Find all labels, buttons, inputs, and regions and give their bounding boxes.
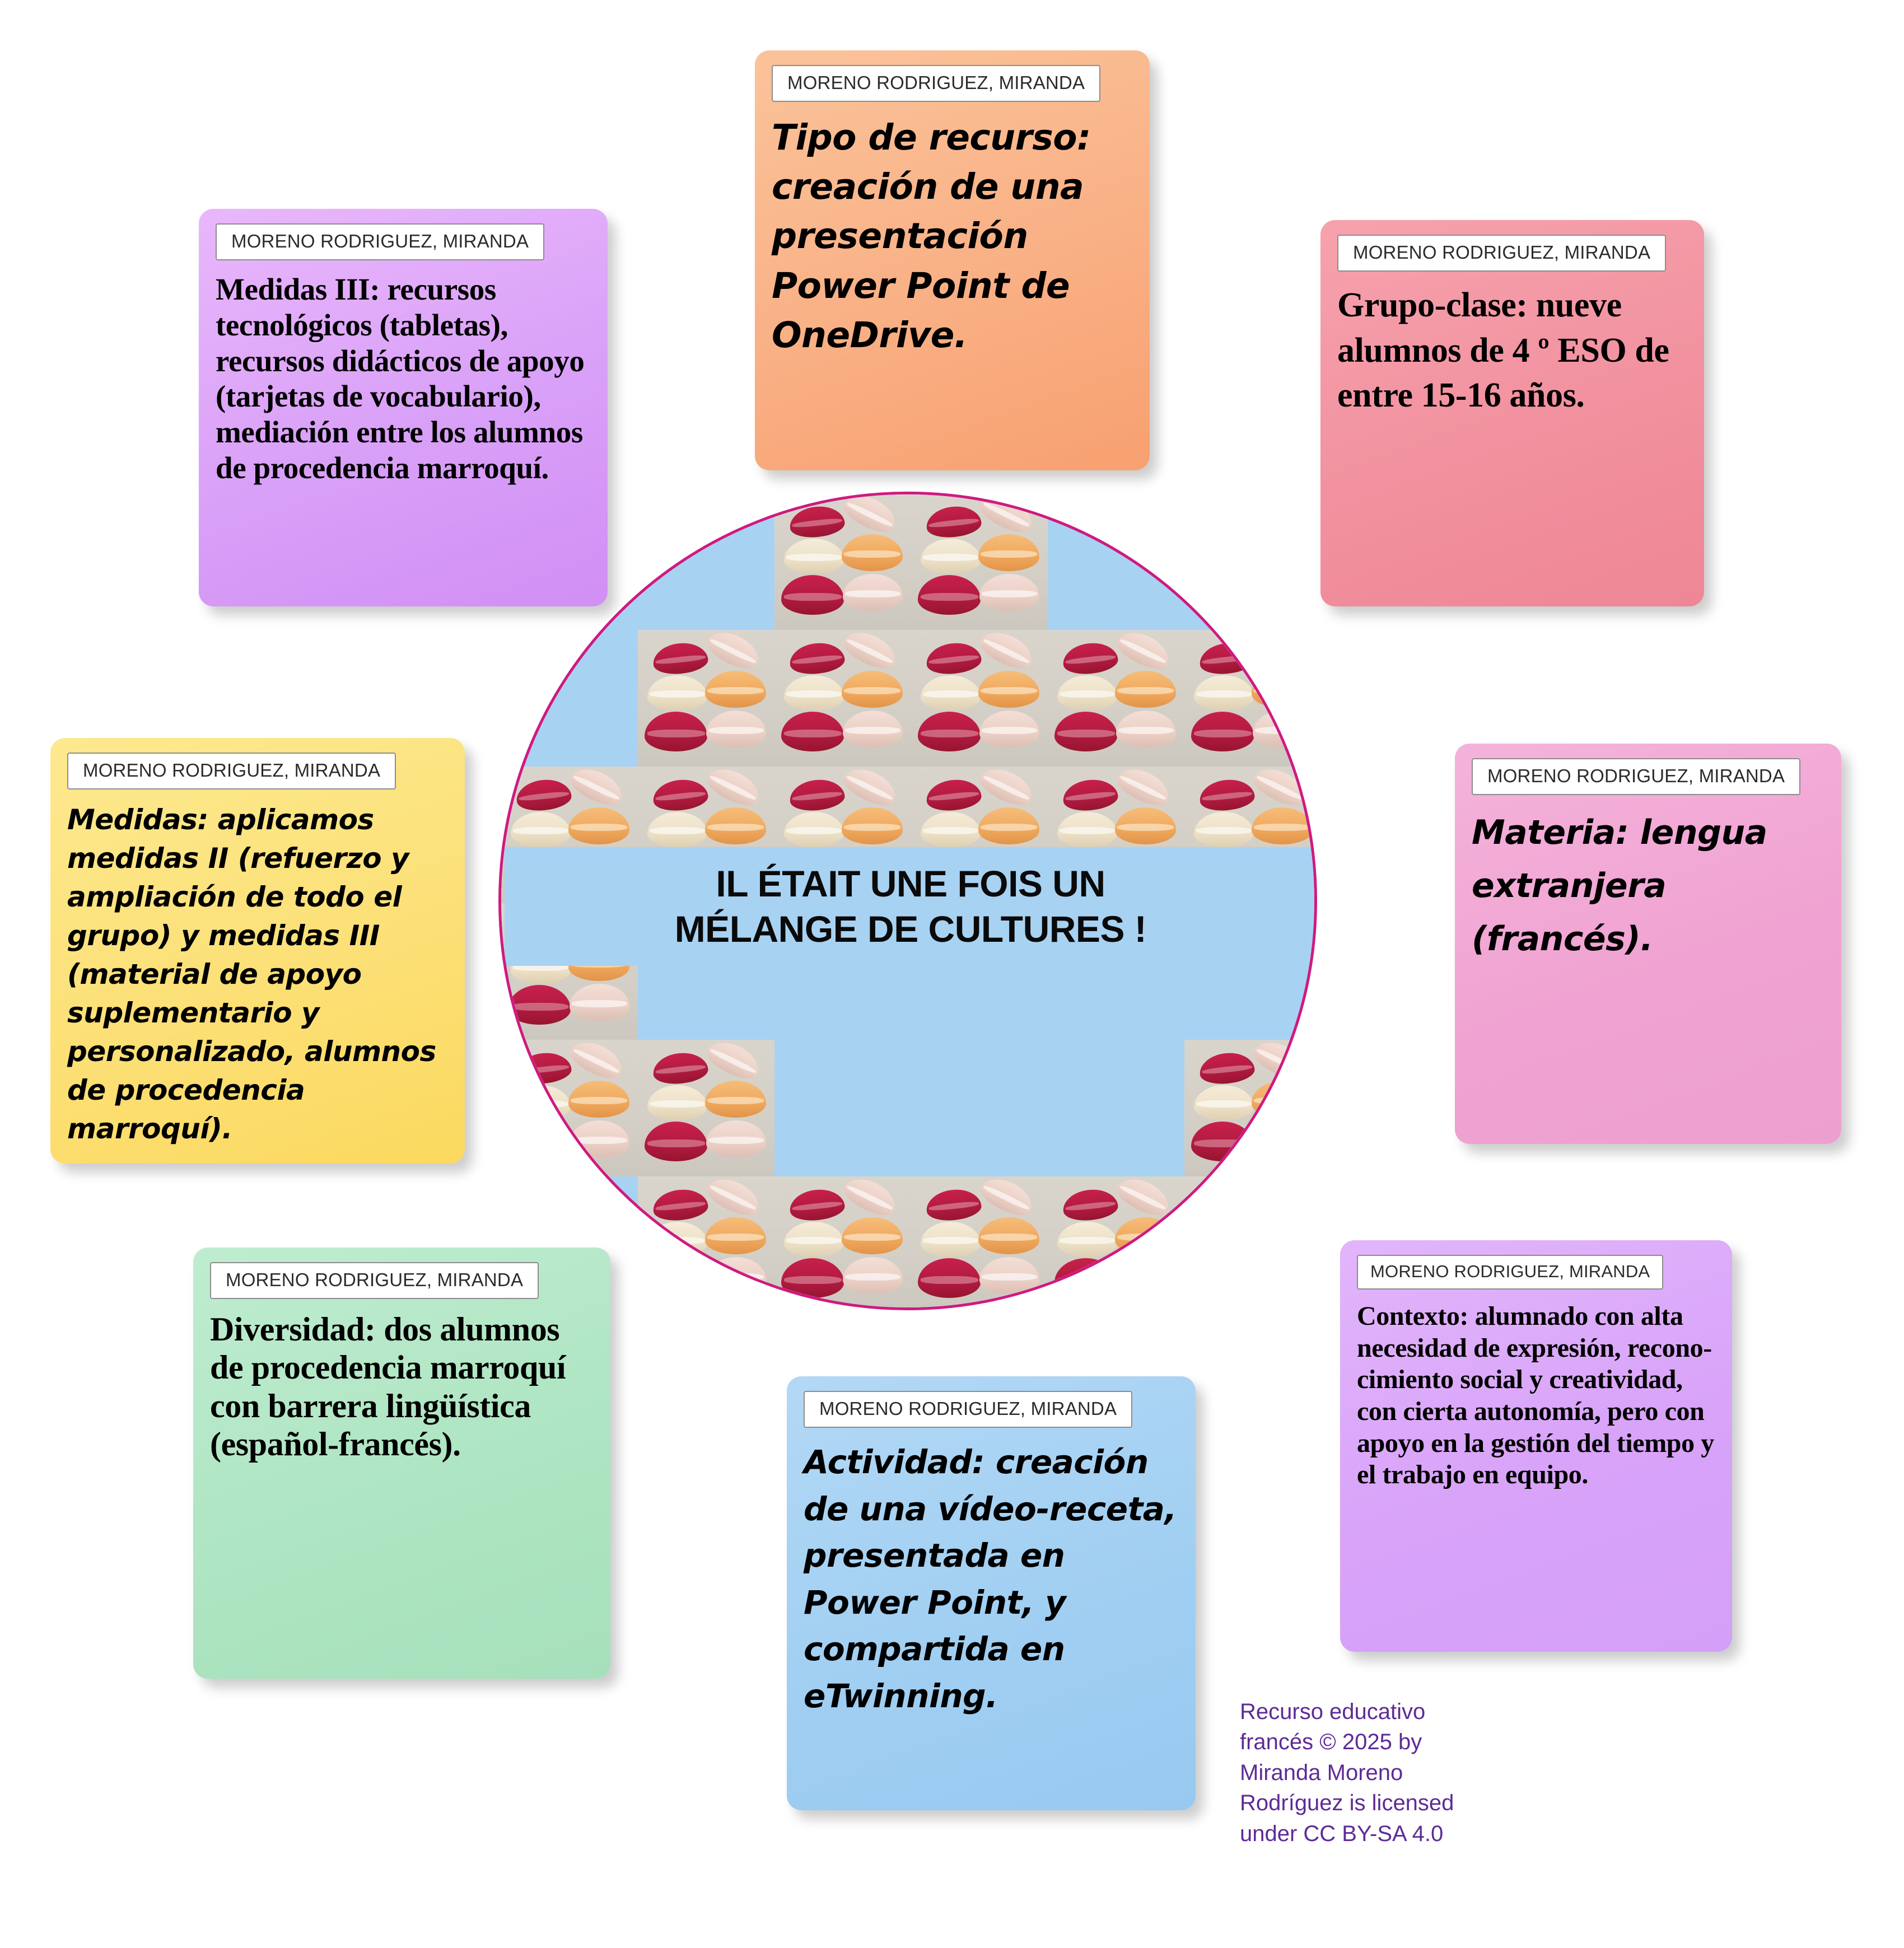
note-author-badge: MORENO RODRIGUEZ, MIRANDA (772, 65, 1101, 102)
macaron-photo-tile (1184, 1176, 1314, 1307)
note-card-medidas-iii[interactable]: MORENO RODRIGUEZ, MIRANDA Medidas III: r… (199, 209, 608, 606)
center-title-banner: IL ÉTAIT UNE FOIS UN MÉLANGE DE CULTURES… (505, 847, 1314, 966)
note-author-badge: MORENO RODRIGUEZ, MIRANDA (804, 1391, 1133, 1428)
note-card-tipo-de-recurso[interactable]: MORENO RODRIGUEZ, MIRANDA Tipo de recurs… (755, 50, 1150, 470)
note-card-actividad[interactable]: MORENO RODRIGUEZ, MIRANDA Actividad: cre… (787, 1376, 1196, 1810)
note-card-contexto[interactable]: MORENO RODRIGUEZ, MIRANDA Contexto: alum… (1340, 1240, 1732, 1652)
note-body-text: Materia: lengua extranjera (francés). (1472, 813, 1767, 959)
note-body-text: Medidas III: recursos tecnológicos (tabl… (216, 272, 585, 485)
macaron-photo-tile (501, 1040, 638, 1176)
license-attribution-text: Recurso educativo francés © 2025 by Mira… (1240, 1699, 1454, 1846)
macaron-photo-tile (911, 494, 1048, 630)
macaron-photo-tile (911, 630, 1048, 767)
macaron-photo-tile (774, 1176, 911, 1307)
note-author-badge: MORENO RODRIGUEZ, MIRANDA (210, 1262, 539, 1299)
note-body-text: Grupo-clase: nueve alumnos de 4 º ESO de… (1337, 286, 1669, 415)
note-card-materia[interactable]: MORENO RODRIGUEZ, MIRANDA Materia: lengu… (1455, 744, 1841, 1144)
note-card-grupo-clase[interactable]: MORENO RODRIGUEZ, MIRANDA Grupo-clase: n… (1320, 220, 1704, 606)
note-card-diversidad[interactable]: MORENO RODRIGUEZ, MIRANDA Diversidad: do… (193, 1248, 610, 1679)
macaron-photo-tile (1184, 630, 1314, 767)
macaron-photo-tile (638, 630, 774, 767)
note-body-text: Medidas: aplicamos medidas II (refuerzo … (67, 804, 436, 1145)
note-author-badge: MORENO RODRIGUEZ, MIRANDA (1472, 758, 1801, 795)
macaron-photo-tile (774, 630, 911, 767)
note-author-badge: MORENO RODRIGUEZ, MIRANDA (216, 223, 545, 260)
macaron-photo-tile (1048, 630, 1184, 767)
note-author-badge: MORENO RODRIGUEZ, MIRANDA (1337, 235, 1667, 272)
note-card-medidas[interactable]: MORENO RODRIGUEZ, MIRANDA Medidas: aplic… (50, 738, 465, 1164)
note-body-text: Tipo de recurso: creación de una present… (772, 117, 1091, 356)
note-body-text: Diversidad: dos alumnos de procedencia m… (210, 1311, 566, 1463)
macaron-photo-tile (1184, 1040, 1314, 1176)
note-body-text: Actividad: creación de una vídeo-receta,… (804, 1443, 1177, 1715)
center-title-text: IL ÉTAIT UNE FOIS UN MÉLANGE DE CULTURES… (674, 863, 1147, 950)
macaron-photo-tile (638, 1176, 774, 1307)
note-author-badge: MORENO RODRIGUEZ, MIRANDA (1357, 1255, 1664, 1290)
note-author-badge: MORENO RODRIGUEZ, MIRANDA (67, 753, 396, 790)
macaron-photo-tile (774, 494, 911, 630)
macaron-photo-tile (1048, 1176, 1184, 1307)
macaron-photo-tile (911, 1176, 1048, 1307)
center-circle-collage: IL ÉTAIT UNE FOIS UN MÉLANGE DE CULTURES… (498, 492, 1317, 1310)
macaron-photo-grid (501, 494, 1314, 1307)
macaron-photo-tile (638, 1040, 774, 1176)
note-body-text: Contexto: alumnado con alta necesidad de… (1357, 1301, 1714, 1490)
